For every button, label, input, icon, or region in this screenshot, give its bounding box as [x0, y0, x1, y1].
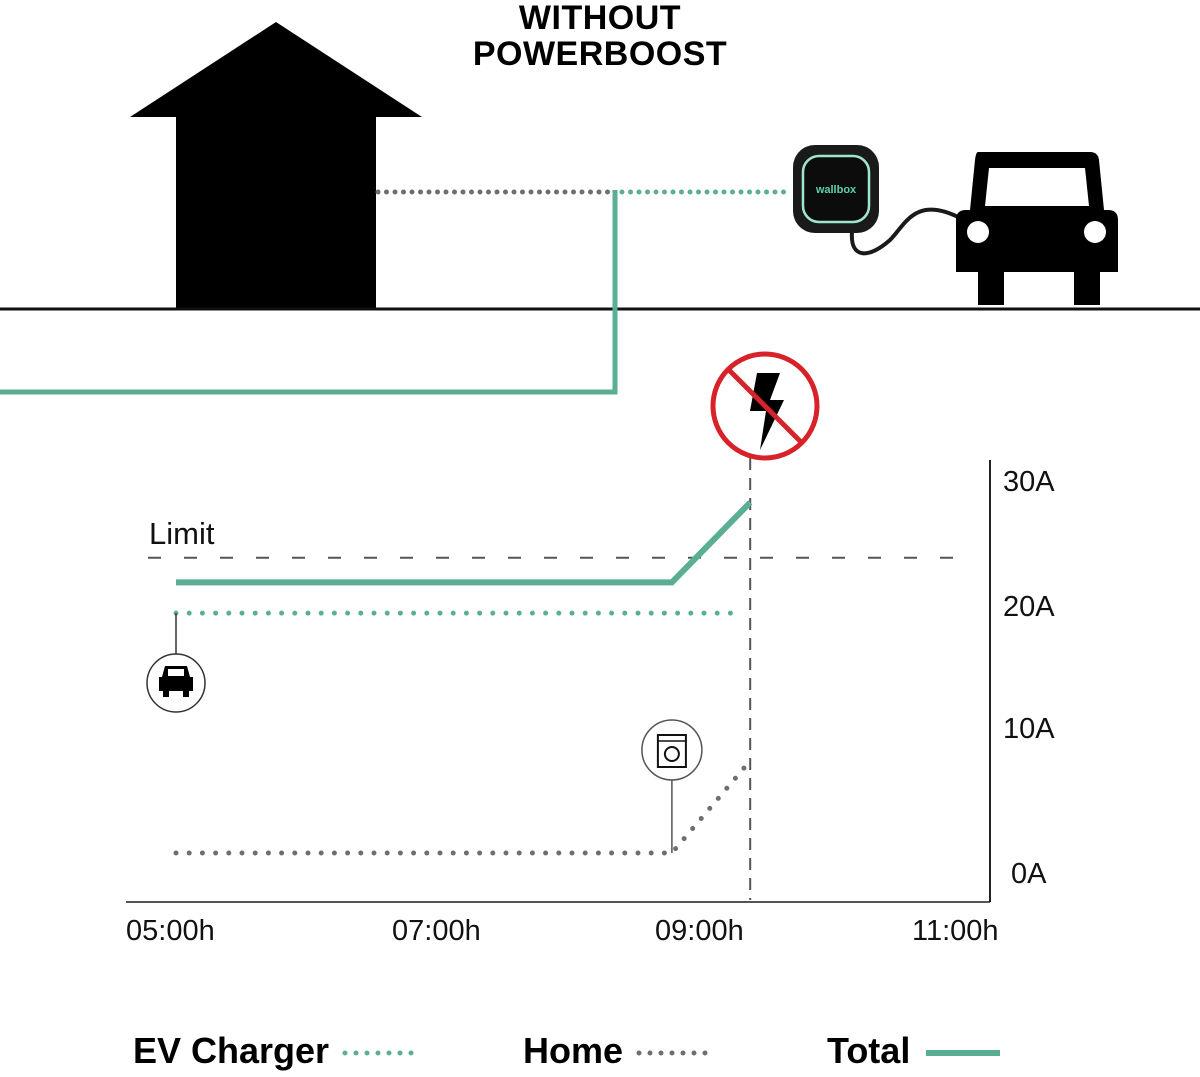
legend-swatch-dotted-gray — [636, 1050, 714, 1056]
x-tick-0700: 07:00h — [392, 915, 481, 947]
legend-swatch-dotted-green — [342, 1050, 420, 1056]
wallbox-charger-icon: wallbox — [793, 145, 961, 256]
legend-total: Total — [827, 1030, 1002, 1072]
charger-brand: wallbox — [815, 184, 857, 196]
limit-label: Limit — [149, 516, 215, 551]
washing-machine-icon — [656, 734, 687, 768]
y-tick-30a: 30A — [1003, 466, 1055, 498]
legend-swatch-solid-green — [926, 1050, 1001, 1057]
charging-cable — [849, 207, 961, 256]
car-icon-window — [168, 669, 184, 676]
title-line-2: POWERBOOST — [472, 35, 728, 73]
washer-annotation-circle — [641, 719, 703, 781]
car-icon — [159, 666, 193, 697]
car-icon — [956, 152, 1118, 305]
house-icon — [130, 22, 422, 310]
y-tick-10a: 10A — [1003, 713, 1055, 745]
legend-label: EV Charger — [133, 1030, 330, 1071]
y-tick-0a: 0A — [1011, 858, 1047, 890]
main-supply-line — [0, 190, 618, 395]
no-power-icon — [710, 351, 820, 461]
legend-home: Home — [523, 1030, 714, 1072]
legend-ev-charger: EV Charger — [133, 1030, 420, 1072]
legend-label: Total — [827, 1030, 911, 1071]
y-tick-20a: 20A — [1003, 591, 1055, 623]
series-total — [176, 500, 753, 586]
chart-marks — [146, 458, 960, 900]
x-tick-0500: 05:00h — [126, 915, 215, 947]
x-tick-0900: 09:00h — [655, 915, 744, 947]
legend-label: Home — [523, 1030, 624, 1071]
x-tick-1100: 11:00h — [912, 915, 999, 947]
washer-drum — [663, 746, 680, 762]
title-line-1: WITHOUT — [518, 0, 682, 37]
